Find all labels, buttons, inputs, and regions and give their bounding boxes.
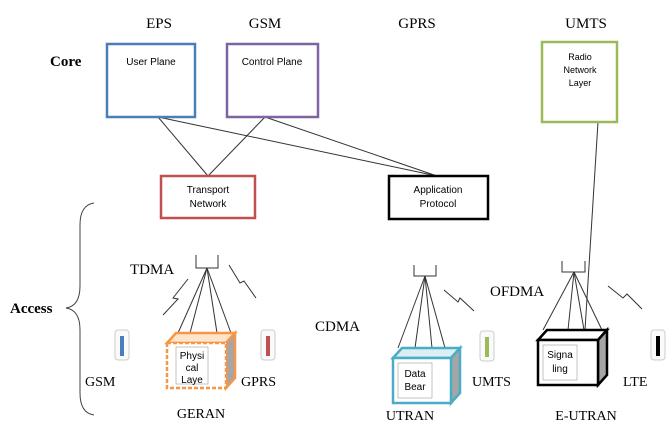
utran-cube-line2: Bear [404,382,426,393]
eutran-label: E-UTRAN [555,409,616,423]
user-plane-border [105,42,197,119]
radio-network-layer-box: Radio Network Layer [540,40,619,124]
umts-signal-icon [443,289,475,312]
transport-network-line1: Transport [187,185,230,196]
geran-cube-line3: Laye [181,375,203,386]
control-plane-box: Control Plane [225,42,320,119]
gprs-device-label: GPRS [241,375,276,390]
gsm-device-icon [114,329,130,361]
utran-cube: Data Bear [390,344,463,407]
application-protocol-line1: Application [414,185,463,196]
umts-device-label: UMTS [472,375,511,390]
label-gprs: GPRS [398,16,436,32]
application-protocol-border [387,174,490,221]
access-brace [65,202,95,416]
label-umts: UMTS [565,16,607,32]
geran-cube-line1: Physi [180,351,204,362]
radio-network-layer-border [540,40,619,124]
eutran-cube-line1: Signa [547,350,573,361]
eutran-cube-line2: ling [552,364,568,375]
cdma-label: CDMA [315,319,360,335]
core-label: Core [50,54,82,70]
transport-network-box: Transport Network [159,174,257,220]
gprs-signal-icon [228,264,257,299]
umts-device-icon [479,330,495,362]
access-label: Access [10,301,53,317]
transport-network-line2: Network [190,199,228,210]
control-plane-label: Control Plane [242,57,303,68]
transport-network-border [159,174,257,220]
radio-network-layer-line3: Layer [569,78,592,88]
utran-antenna-icon [413,265,437,277]
control-plane-border [225,42,320,119]
utran-cube-line1: Data [404,369,426,380]
geran-cube: Physi cal Laye [164,329,238,392]
application-protocol-box: Application Protocol [387,174,490,221]
lte-signal-icon [607,285,643,310]
eutran-cube: Signa ling [535,326,610,389]
radio-network-layer-line1: Radio [568,52,592,62]
application-protocol-line2: Protocol [420,199,457,210]
geran-antenna-icon [195,255,219,269]
radio-network-layer-line2: Network [563,65,597,75]
geran-cube-line2: cal [186,363,199,374]
ofdma-label: OFDMA [490,284,544,300]
gsm-signal-icon [162,278,189,316]
geran-label: GERAN [177,407,225,422]
utran-label: UTRAN [386,409,434,423]
label-eps: EPS [146,16,172,32]
tdma-label: TDMA [130,262,174,278]
lte-device-label: LTE [623,375,647,390]
label-gsm: GSM [249,16,282,32]
eutran-antenna-icon [561,261,586,273]
lte-device-icon [650,329,666,361]
gsm-device-label: GSM [85,375,116,390]
gprs-device-icon [260,329,276,361]
user-plane-label: User Plane [126,57,176,68]
connection-lines [157,116,603,349]
user-plane-box: User Plane [105,42,197,119]
